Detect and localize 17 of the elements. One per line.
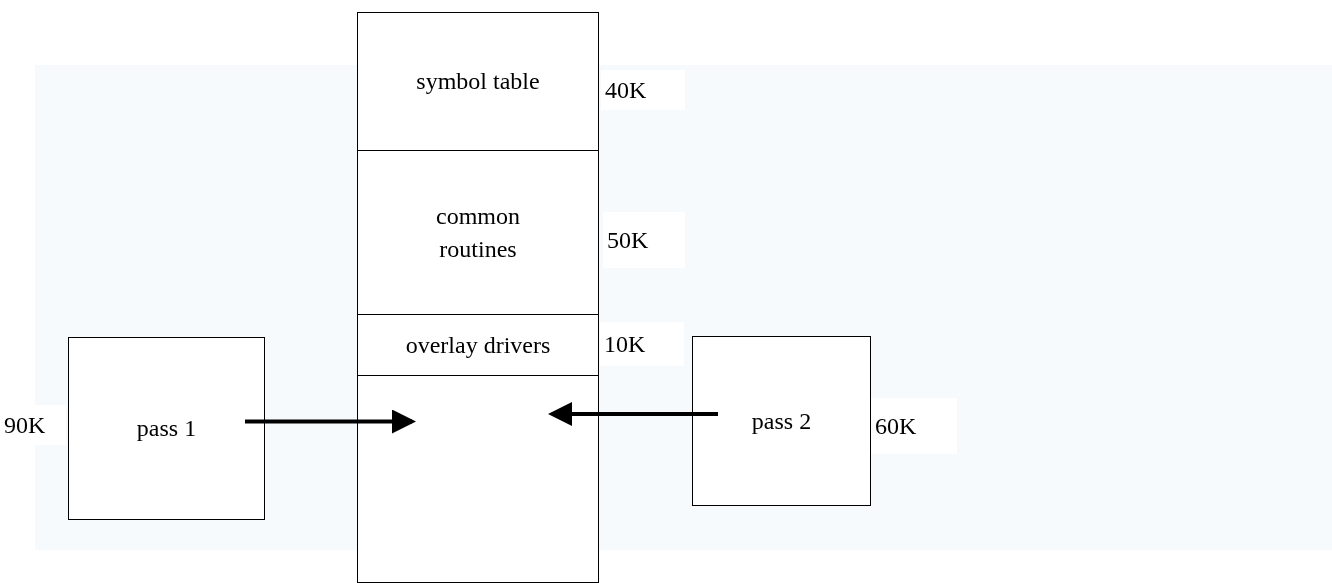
arrow: [245, 409, 416, 434]
arrow: [548, 402, 718, 426]
box-label: pass 1: [136, 414, 197, 444]
size-label: 60K: [871, 398, 957, 454]
process-box: [68, 337, 265, 520]
size-label: 10K: [600, 322, 684, 366]
memory-region-box: [357, 375, 599, 583]
box-label: symbol table: [416, 67, 540, 97]
size-label: 50K: [603, 212, 685, 268]
process-box: [692, 336, 871, 506]
box-label: common routines: [435, 202, 521, 264]
process-box: [357, 12, 599, 151]
box-label: pass 2: [751, 406, 812, 436]
box-label: overlay drivers: [405, 330, 551, 360]
process-box: [357, 314, 599, 376]
process-box: [357, 150, 599, 315]
size-label: 40K: [601, 70, 685, 110]
